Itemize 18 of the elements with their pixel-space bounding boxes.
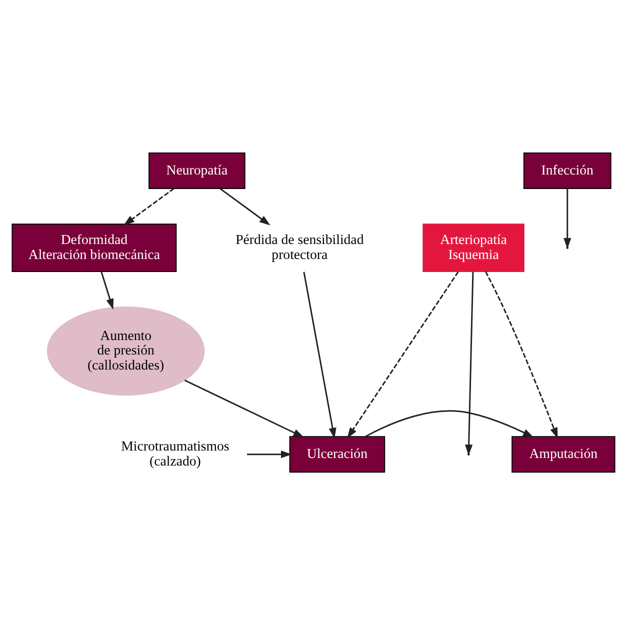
node-ellipse: Aumento de presión (callosidades) (46, 306, 205, 396)
arrow (347, 271, 459, 438)
node-box: Infección (523, 152, 612, 189)
arrow (100, 271, 114, 310)
arrow (303, 272, 336, 439)
arrow (220, 188, 270, 226)
arrow (184, 380, 304, 438)
node-text: Microtraumatismos (calzado) (121, 438, 230, 468)
node-box: Neuropatía (148, 152, 246, 189)
arrow (484, 271, 558, 439)
node-text: Pérdida de sensibilidad protectora (236, 232, 364, 262)
arrow (365, 410, 534, 438)
node-box: Amputación (512, 436, 616, 473)
node-box: Deformidad Alteración biomecánica (12, 224, 177, 272)
node-box: Ulceración (289, 436, 386, 473)
arrow (247, 450, 292, 458)
node-box: Arteriopatía Isquemia (422, 224, 524, 272)
arrow (124, 188, 174, 226)
